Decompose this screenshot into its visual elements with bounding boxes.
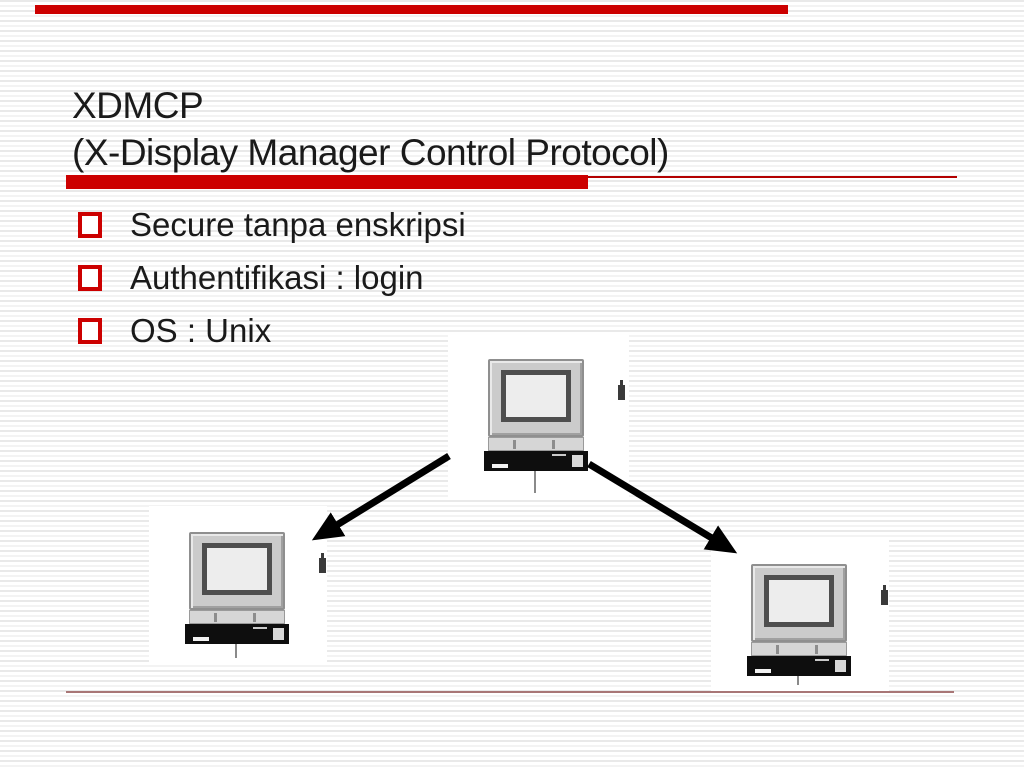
desktop-computer-icon [149,506,327,664]
bullet-text: OS : Unix [130,311,272,349]
monitor-base [189,610,285,624]
footer-rule [66,691,954,693]
mouse-icon [881,585,888,605]
slide-title-line2: (X-Display Manager Control Protocol) [72,132,669,173]
slide-title: XDMCP (X-Display Manager Control Protoco… [72,82,792,176]
arrow-to-left-client [311,453,451,541]
square-bullet-icon [78,317,102,344]
monitor-base [488,437,584,451]
monitor [488,359,584,437]
monitor [189,532,285,610]
diagram-node-top-computer [448,333,629,499]
list-item: OS : Unix [78,304,678,357]
system-unit [185,624,289,644]
desktop-computer-icon [448,333,629,499]
monitor [751,564,847,642]
slide-title-line1: XDMCP [72,85,204,126]
screen [202,543,272,595]
bullet-text: Secure tanpa enskripsi [130,205,466,243]
square-bullet-icon [78,264,102,291]
system-unit [747,656,851,676]
screen [764,575,834,627]
mouse-icon [319,553,326,573]
cable [797,676,799,685]
diagram-node-bottom-left-computer [149,506,327,664]
bullet-list: Secure tanpa enskripsi Authentifikasi : … [78,198,678,357]
top-accent-bar [35,5,788,14]
list-item: Secure tanpa enskripsi [78,198,678,251]
screen [501,370,571,422]
system-unit [484,451,588,471]
monitor-base [751,642,847,656]
cable [235,644,237,658]
title-underline-thick [66,175,588,189]
bullet-text: Authentifikasi : login [130,258,424,296]
mouse-icon [618,380,625,400]
list-item: Authentifikasi : login [78,251,678,304]
desktop-computer-icon [711,538,889,691]
diagram-node-bottom-right-computer [711,538,889,691]
square-bullet-icon [78,211,102,238]
cable [534,471,536,493]
